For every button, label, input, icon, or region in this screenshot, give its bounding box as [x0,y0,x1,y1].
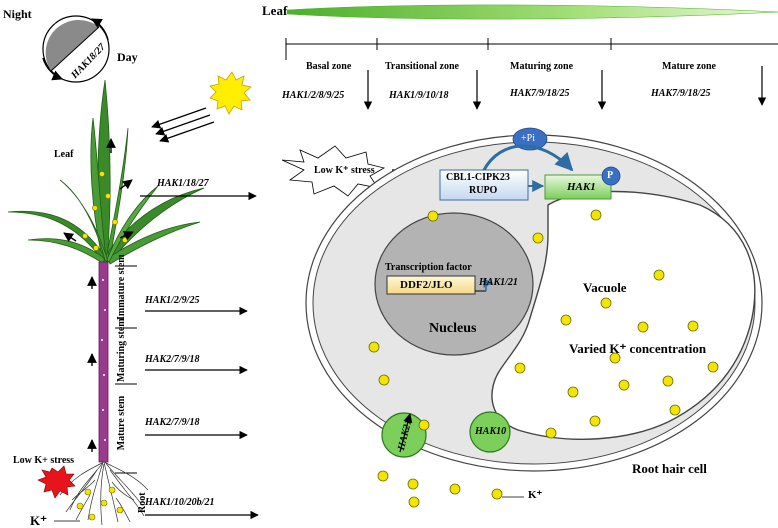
vacuole [491,190,756,440]
phospho-p-label: P [607,170,614,181]
hak21-transporter [381,412,427,458]
plant-k-label: K⁺ [30,513,47,528]
vacuole-note: Varied K⁺ concentration [569,341,707,356]
immature-stem-genes: HAK1/2/9/25 [145,295,200,306]
tf-box [386,275,493,295]
root-hair-cell-label: Root hair cell [632,461,707,476]
phospho-marker [601,166,621,186]
leaf-k-ions [82,171,128,251]
plant-gene-arrows [140,191,259,520]
plant-low-k-stress: Low K+ stress [13,455,75,466]
zone-maturing-genes: HAK7/9/18/25 [510,88,570,99]
zone-transitional-name: Transitional zone [385,61,459,72]
cell-low-k-stress: Low K⁺ stress [314,165,375,176]
mature-stem-label: Mature stem [116,395,127,451]
tf-target: HAK1/21 [479,277,518,288]
hak1-transporter-box [544,174,612,200]
leaf-zones-title: Leaf [262,3,288,18]
plant-roots [59,461,149,526]
phosphate-bubble [512,127,548,151]
leaf-direction-arrows [63,138,134,242]
outside-k-ions [377,470,503,508]
phosphorylation-arrow [482,144,574,172]
sun-icon [209,71,252,115]
zone-transitional-genes: HAK1/9/10/18 [389,90,449,101]
low-k-stress-burst-red [37,465,76,499]
tf-title: Transcription factor [385,262,472,273]
hak10-transporter [469,411,511,453]
tf-name: DDF2/JLO [400,279,453,291]
zone-maturing-name: Maturing zone [510,61,574,72]
vacuole-label: Vacuole [583,280,627,295]
cell-k-ions [368,209,719,439]
plant-stem [98,261,109,463]
leaf-zone-arrows [363,66,767,110]
immature-stem-label: Immature stem [116,254,127,320]
day-night-clock [42,15,110,83]
zone-basal-name: Basal zone [306,61,352,72]
phosphate-label: +Pi [521,133,535,144]
night-label: Night [3,7,32,21]
zone-mature-genes: HAK7/9/18/25 [651,88,711,99]
root-genes: HAK1/10/20b/21 [145,497,215,508]
maturing-stem-label: Maturing stem [116,318,127,382]
sunlight-arrows [151,107,215,143]
hak1-label: HAK1 [567,181,596,193]
low-k-stress-burst-white [281,145,386,197]
kinase-line-2: RUPO [469,185,498,196]
mature-stem-genes: HAK2/7/9/18 [145,417,200,428]
zone-mature-name: Mature zone [662,61,716,72]
day-label: Day [117,50,138,64]
leaf-gradient-bar [286,4,778,20]
hak10-label: HAK10 [475,426,507,437]
kinase-line-1: CBL1-CIPK23 [446,172,510,183]
leaf-genes-label: HAK1/18/27 [157,178,209,189]
zone-basal-genes: HAK1/2/8/9/25 [282,90,345,101]
plant-leaves [7,79,205,265]
maturing-stem-genes: HAK2/7/9/18 [145,354,200,365]
kinase-box [439,169,529,201]
root-k-ions [76,486,124,521]
nucleus-label: Nucleus [429,321,477,336]
leaf-zone-ruler [285,38,778,60]
cell-k-label: K⁺ [528,489,543,501]
plant-leaf-label: Leaf [54,149,74,160]
